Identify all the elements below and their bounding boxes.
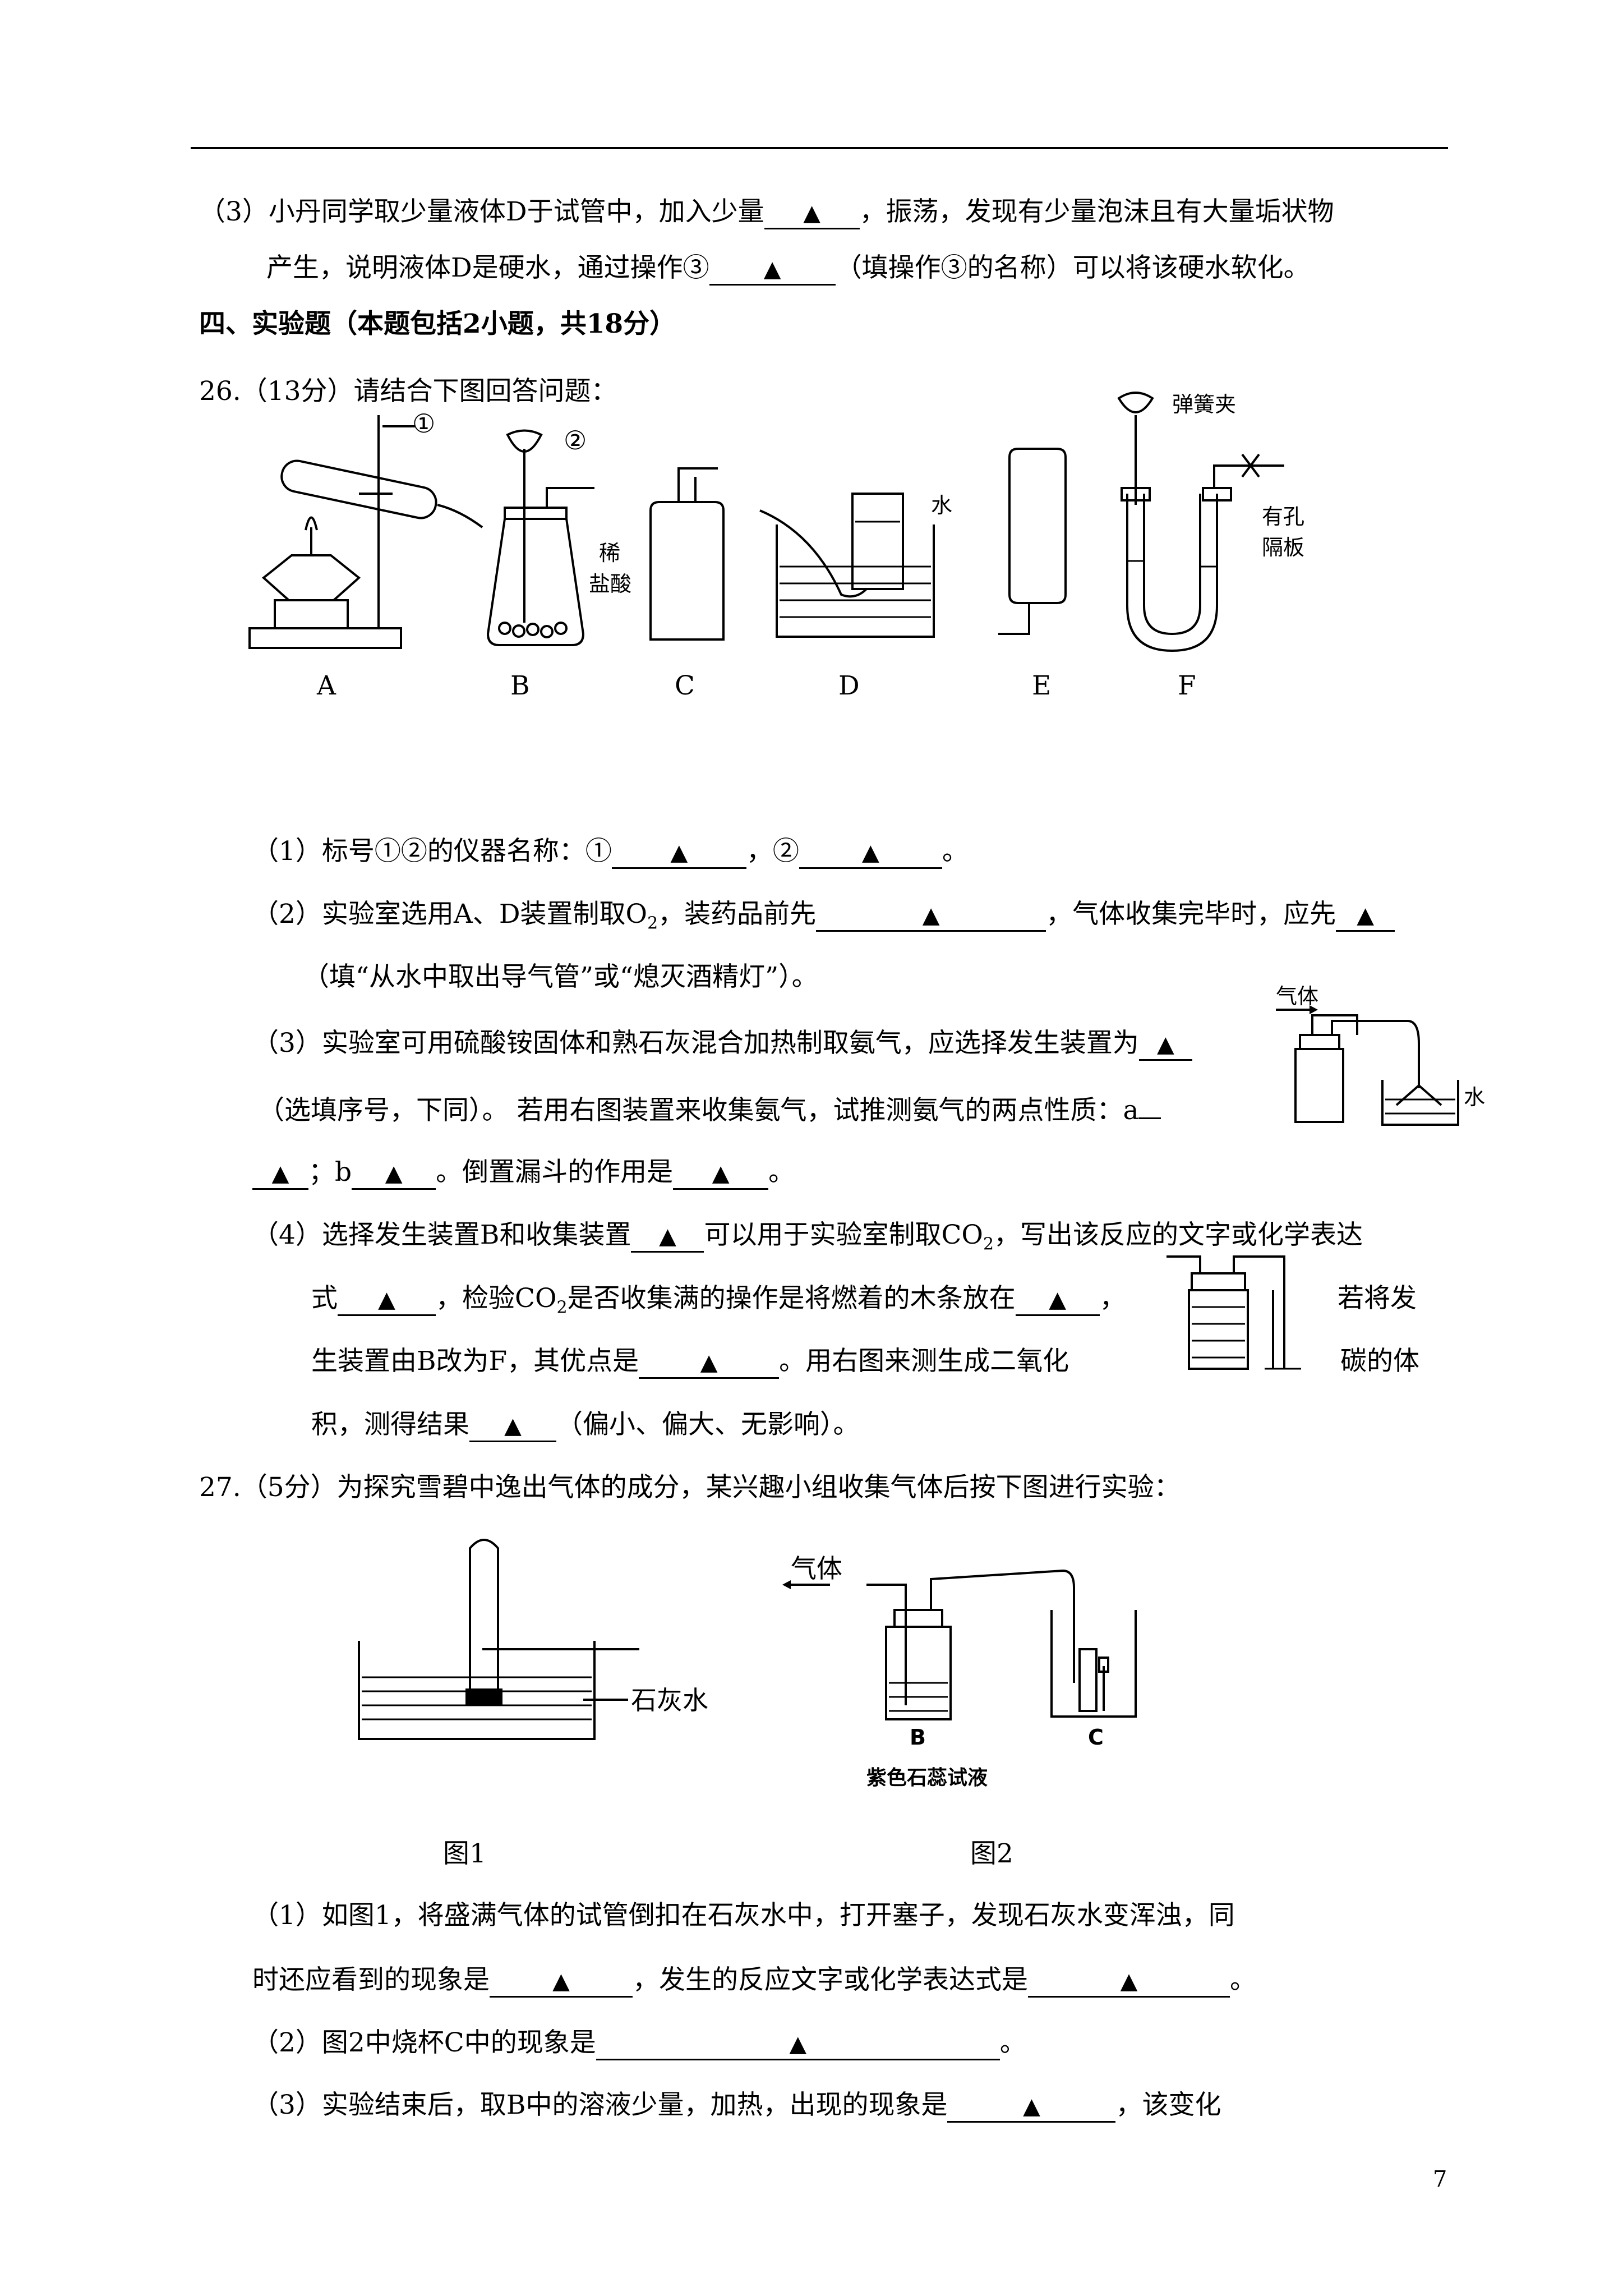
ammonia-collection-figure [1276, 1005, 1459, 1126]
blank[interactable]: ▲ [639, 1347, 780, 1379]
blank[interactable]: ▲ [799, 837, 942, 869]
header-rule [191, 147, 1448, 149]
apparatus-a [248, 415, 483, 649]
label-dilute: 稀 [599, 541, 621, 565]
blank[interactable]: ▲ [947, 2091, 1116, 2123]
blank[interactable] [1138, 1117, 1161, 1119]
label-gas-fig2: 气体 [791, 1553, 842, 1584]
q26-4-line1: （4）选择发生装置B和收集装置▲可以用于实验室制取CO2，写出该反应的文字或化学… [252, 1220, 1363, 1254]
q26-3-line2: （选填序号，下同）。 若用右图装置来收集氨气，试推测氨气的两点性质：a [258, 1094, 1161, 1128]
label-limewater: 石灰水 [631, 1685, 708, 1715]
q26-2: （2）实验室选用A、D装置制取O2，装药品前先▲，气体收集完毕时，应先▲ [252, 898, 1395, 940]
blank[interactable]: ▲ [764, 197, 860, 229]
q26-3-line1: （3）实验室可用硫酸铵固体和熟石灰混合加热制取氨气，应选择发生装置为▲ [252, 1027, 1192, 1061]
apparatus-b [486, 429, 594, 646]
q26-2-note: （填“从水中取出导气管”或“熄灭酒精灯”）。 [303, 961, 818, 992]
q26-1: （1）标号①②的仪器名称：①▲，②▲。 [252, 835, 969, 869]
co2-volume-figure [1166, 1255, 1301, 1370]
q27-3: （3）实验结束后，取B中的溶液少量，加热，出现的现象是▲，该变化 [252, 2088, 1221, 2123]
apparatus-e [998, 448, 1067, 635]
label-gas: 气体 [1276, 984, 1319, 1009]
label-plate: 隔板 [1262, 535, 1305, 560]
apparatus-letter-e: E [1032, 670, 1052, 701]
blank[interactable]: ▲ [338, 1284, 436, 1316]
blank[interactable]: ▲ [596, 2028, 1000, 2060]
label-water: 水 [931, 493, 953, 518]
caption-figure-2: 图2 [970, 1838, 1013, 1869]
label-1: ① [412, 408, 436, 439]
figure-1 [358, 1539, 639, 1740]
label-2: ② [564, 425, 587, 455]
label-reagent: 紫色石蕊试液 [866, 1766, 988, 1789]
q26-4-line2: 式▲，检验CO2是否收集满的操作是将燃着的木条放在▲， [311, 1283, 1126, 1318]
apparatus-letter-a: A [317, 670, 336, 701]
blank[interactable]: ▲ [611, 837, 746, 869]
label-b-fig2: B [910, 1725, 926, 1750]
blank[interactable]: ▲ [252, 1158, 308, 1190]
blank[interactable]: ▲ [352, 1158, 436, 1190]
q26-3-line3: ▲；b▲。倒置漏斗的作用是▲。 [252, 1156, 795, 1190]
q27-2: （2）图2中烧杯C中的现象是▲。 [252, 2026, 1026, 2060]
blank[interactable]: ▲ [1028, 1966, 1230, 1998]
caption-figure-1: 图1 [443, 1838, 486, 1869]
blank[interactable]: ▲ [1138, 1029, 1192, 1061]
label-holes: 有孔 [1262, 504, 1305, 529]
blank[interactable]: ▲ [673, 1158, 769, 1190]
q26-4-line2-tail: 若将发 [1338, 1283, 1417, 1314]
apparatus-letter-b: B [510, 670, 530, 701]
apparatus-letter-c: C [675, 670, 695, 701]
label-water2: 水 [1464, 1085, 1486, 1110]
figure-2 [782, 1569, 1137, 1720]
blank[interactable]: ▲ [1336, 900, 1395, 932]
apparatus-c [649, 467, 725, 641]
apparatus-d [759, 493, 935, 638]
section-title: 四、实验题（本题包括2小题，共18分） [199, 309, 676, 339]
apparatus-letter-d: D [838, 670, 860, 701]
q27-intro: 27.（5分）为探究雪碧中逸出气体的成分，某兴趣小组收集气体后按下图进行实验： [199, 1472, 1181, 1503]
label-hcl: 盐酸 [589, 572, 632, 596]
q26-4-line3: 生装置由B改为F，其优点是▲。用右图来测生成二氧化 [311, 1345, 1069, 1379]
label-clip: 弹簧夹 [1172, 392, 1237, 417]
blank[interactable]: ▲ [816, 900, 1046, 932]
blank[interactable]: ▲ [490, 1966, 633, 1998]
blank[interactable]: ▲ [1015, 1284, 1100, 1316]
q25-3-line2: 产生，说明液体D是硬水，通过操作③▲（填操作③的名称）可以将该硬水软化。 [266, 251, 1310, 286]
q26-intro: 26.（13分）请结合下图回答问题： [199, 376, 617, 407]
blank[interactable]: ▲ [469, 1410, 556, 1442]
q26-4-line4: 积，测得结果▲（偏小、偏大、无影响）。 [311, 1408, 860, 1442]
q26-4-line3-tail: 碳的体 [1340, 1346, 1419, 1377]
q27-1-line2: 时还应看到的现象是▲，发生的反应文字或化学表达式是▲。 [252, 1963, 1256, 1998]
apparatus-f [1117, 392, 1284, 652]
apparatus-figure [248, 392, 1284, 652]
blank[interactable]: ▲ [709, 254, 836, 286]
blank[interactable]: ▲ [631, 1221, 704, 1253]
label-c-fig2: C [1088, 1725, 1104, 1750]
q25-3-line1: （3）小丹同学取少量液体D于试管中，加入少量▲，振荡，发现有少量泡沫且有大量垢状… [199, 195, 1334, 229]
page-number: 7 [1433, 2166, 1447, 2192]
q27-1-line1: （1）如图1，将盛满气体的试管倒扣在石灰水中，打开塞子，发现石灰水变浑浊，同 [252, 1900, 1235, 1931]
apparatus-letter-f: F [1178, 670, 1196, 701]
